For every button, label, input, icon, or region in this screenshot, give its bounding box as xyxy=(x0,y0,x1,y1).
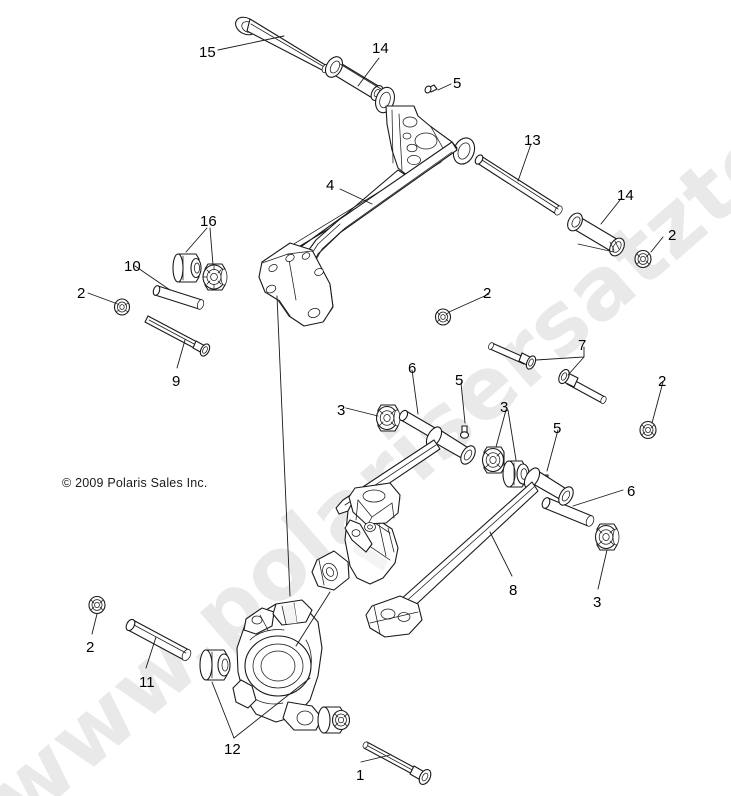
part-2e-flange-nut xyxy=(88,595,106,615)
callout-14a: 14 xyxy=(372,40,389,57)
callout-7: 7 xyxy=(578,337,587,354)
callout-3b: 3 xyxy=(500,399,509,416)
callout-16: 16 xyxy=(200,213,217,230)
part-2c-flange-nut xyxy=(434,308,452,326)
callout-2c: 2 xyxy=(483,285,492,302)
part-14b-pivot-sleeve xyxy=(567,212,625,257)
callout-4: 4 xyxy=(326,177,335,194)
callout-8: 8 xyxy=(509,582,518,599)
callout-2a: 2 xyxy=(668,227,677,244)
part-1-long-hex-bolt xyxy=(362,741,432,785)
part-bearing-carrier-knuckle xyxy=(232,599,323,731)
callout-10: 10 xyxy=(124,258,141,275)
callout-14b: 14 xyxy=(617,187,634,204)
part-3a-pivot-bushing xyxy=(375,404,401,432)
callout-2d: 2 xyxy=(658,373,667,390)
part-9-hex-bolt xyxy=(144,315,211,357)
callout-5b: 5 xyxy=(455,372,464,389)
leader-lines xyxy=(87,35,664,763)
part-11-spacer-tube xyxy=(125,618,192,661)
callout-3c: 3 xyxy=(593,594,602,611)
part-14a-pivot-sleeve xyxy=(324,56,384,101)
part-8-lower-control-arm xyxy=(311,426,574,638)
part-2b-flange-nut xyxy=(113,298,131,316)
part-carrier-flange-nut xyxy=(317,706,351,734)
callout-1: 1 xyxy=(356,767,365,784)
part-2a-flange-nut xyxy=(634,249,652,269)
copyright-notice: © 2009 Polaris Sales Inc. xyxy=(62,476,208,490)
part-2d-flange-nut xyxy=(639,420,657,440)
callout-2e: 2 xyxy=(86,639,95,656)
part-5b-grease-fitting xyxy=(459,425,470,439)
callout-12: 12 xyxy=(224,741,241,758)
callout-9: 9 xyxy=(172,373,181,390)
part-3c-pivot-bushing xyxy=(594,523,620,551)
part-5a-grease-fitting xyxy=(424,84,438,94)
part-13-long-pivot-tube xyxy=(474,154,563,216)
part-16-pivot-bushings xyxy=(172,253,228,291)
callout-13: 13 xyxy=(524,132,541,149)
callout-6a: 6 xyxy=(408,360,417,377)
callout-5c: 5 xyxy=(553,420,562,437)
part-12-carrier-bushing xyxy=(199,649,231,681)
part-15-long-through-bolt xyxy=(235,16,330,74)
part-3b-pivot-bushings xyxy=(481,446,530,488)
callout-6b: 6 xyxy=(627,483,636,500)
part-10-spacer-tube xyxy=(152,285,205,310)
callout-11: 11 xyxy=(139,674,155,691)
callout-3a: 3 xyxy=(337,402,346,419)
part-6b-pivot-spacer xyxy=(541,497,595,527)
callout-5a: 5 xyxy=(453,75,462,92)
part-4-upper-control-arm xyxy=(258,86,476,327)
callout-15: 15 xyxy=(199,44,216,61)
part-7-shoulder-bolts xyxy=(488,342,607,404)
callout-2b: 2 xyxy=(77,285,86,302)
